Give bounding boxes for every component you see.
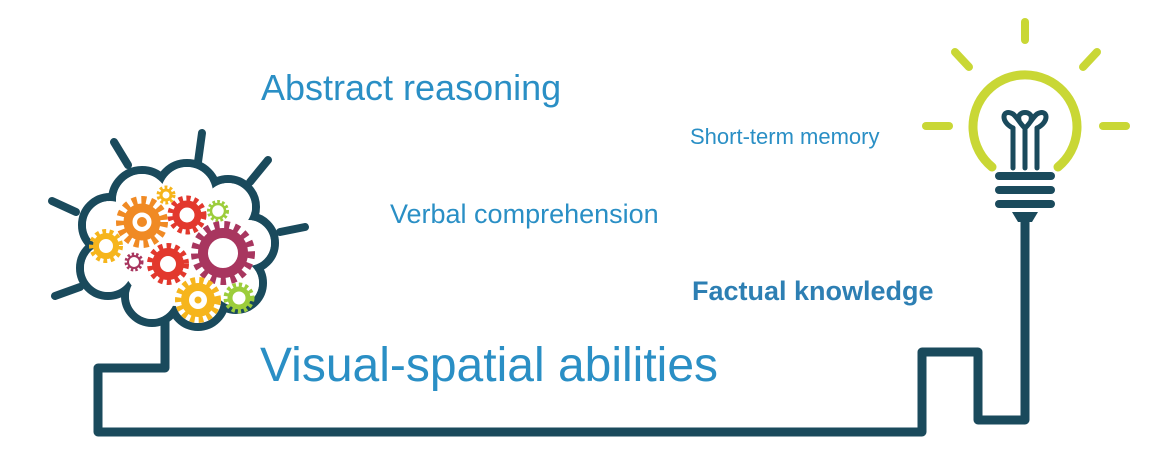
gear-yellow-left (89, 229, 123, 263)
gear-red-middle (147, 243, 189, 285)
label-factual-knowledge: Factual knowledge (692, 276, 934, 306)
gear-lime-bottom (223, 282, 255, 314)
bulb-rays (922, 18, 1130, 130)
bulb-glass (968, 70, 1082, 172)
gear-lime-outline (207, 200, 229, 222)
gear-yellow-bottom (175, 277, 221, 323)
bulb-cap (1012, 212, 1038, 222)
gear-yellow-small (156, 185, 176, 205)
bulb-filament (1001, 110, 1049, 171)
gear-red-top (167, 195, 207, 235)
label-short-term-memory: Short-term memory (690, 124, 880, 149)
label-visual-spatial-abilities: Visual-spatial abilities (260, 339, 719, 392)
brain-rays (48, 129, 309, 300)
label-verbal-comprehension: Verbal comprehension (390, 199, 659, 229)
lightbulb-icon (922, 18, 1130, 222)
gear-orange-large (116, 196, 168, 248)
brain-with-gears-icon (48, 129, 309, 331)
bulb-base (995, 172, 1055, 208)
gear-purple-small (124, 252, 144, 272)
gear-purple-large (191, 221, 255, 285)
label-abstract-reasoning: Abstract reasoning (261, 67, 562, 108)
connector-line (93, 213, 1030, 437)
